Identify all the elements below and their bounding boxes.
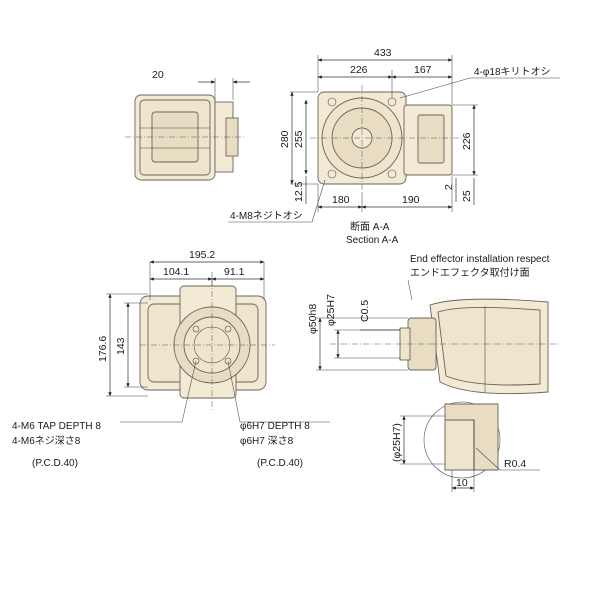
dim-height-12-5: 12.5 [293, 181, 305, 202]
dim-c0-5: C0.5 [359, 300, 371, 322]
end-effector-view: End effector installation respect エンドエフェ… [307, 254, 560, 492]
dim-width-433: 433 [374, 47, 392, 59]
dim-phi50: φ50h8 [307, 304, 319, 334]
dim-right-226: 226 [461, 132, 473, 150]
side-view-top-left: 20 [125, 69, 250, 181]
dim-10: 10 [456, 477, 468, 489]
dim-right-25: 25 [461, 190, 473, 202]
hole-note: 4-φ18キリトオシ [474, 66, 551, 78]
dim-phi25: φ25H7 [325, 294, 337, 326]
tap-note-en: 4-M6 TAP DEPTH 8 [12, 421, 101, 432]
pin-note-jp: φ6H7 深さ8 [240, 435, 294, 447]
tap-pcd: (P.C.D.40) [32, 458, 78, 469]
pin-pcd: (P.C.D.40) [257, 458, 303, 469]
flange-view: 195.2 104.1 91.1 176.6 143 4-M6 TAP DEPT… [12, 249, 330, 469]
dim-width-226: 226 [350, 64, 368, 76]
effector-title-en: End effector installation respect [410, 254, 550, 265]
dim-104-1: 104.1 [163, 266, 189, 278]
dim-right-2: 2 [443, 184, 455, 190]
dim-r0-4: R0.4 [504, 458, 526, 470]
dim-176-6: 176.6 [97, 336, 109, 362]
screw-note: 4-M8ネジトオシ [230, 210, 303, 222]
dim-height-255: 255 [293, 130, 305, 148]
dim-91-1: 91.1 [224, 266, 245, 278]
dim-143: 143 [115, 337, 127, 355]
dim-phi25-detail: (φ25H7) [391, 423, 403, 462]
dim-bottom-180: 180 [332, 194, 350, 206]
effector-title-jp: エンドエフェクタ取付け面 [410, 266, 530, 279]
dim-bottom-190: 190 [402, 194, 420, 206]
dim-height-280: 280 [279, 130, 291, 148]
dim-width-167: 167 [414, 64, 432, 76]
section-view-a-a: 433 226 167 4-φ18キリトオシ 280 255 12.5 226 … [228, 47, 560, 246]
section-label-en: Section A-A [346, 235, 399, 246]
dim-side-20: 20 [152, 69, 164, 81]
dim-195-2: 195.2 [189, 249, 215, 261]
pin-note-en: φ6H7 DEPTH 8 [240, 421, 310, 432]
tap-note-jp: 4-M6ネジ深さ8 [12, 435, 81, 447]
section-label-jp: 断面 A-A [350, 220, 390, 233]
